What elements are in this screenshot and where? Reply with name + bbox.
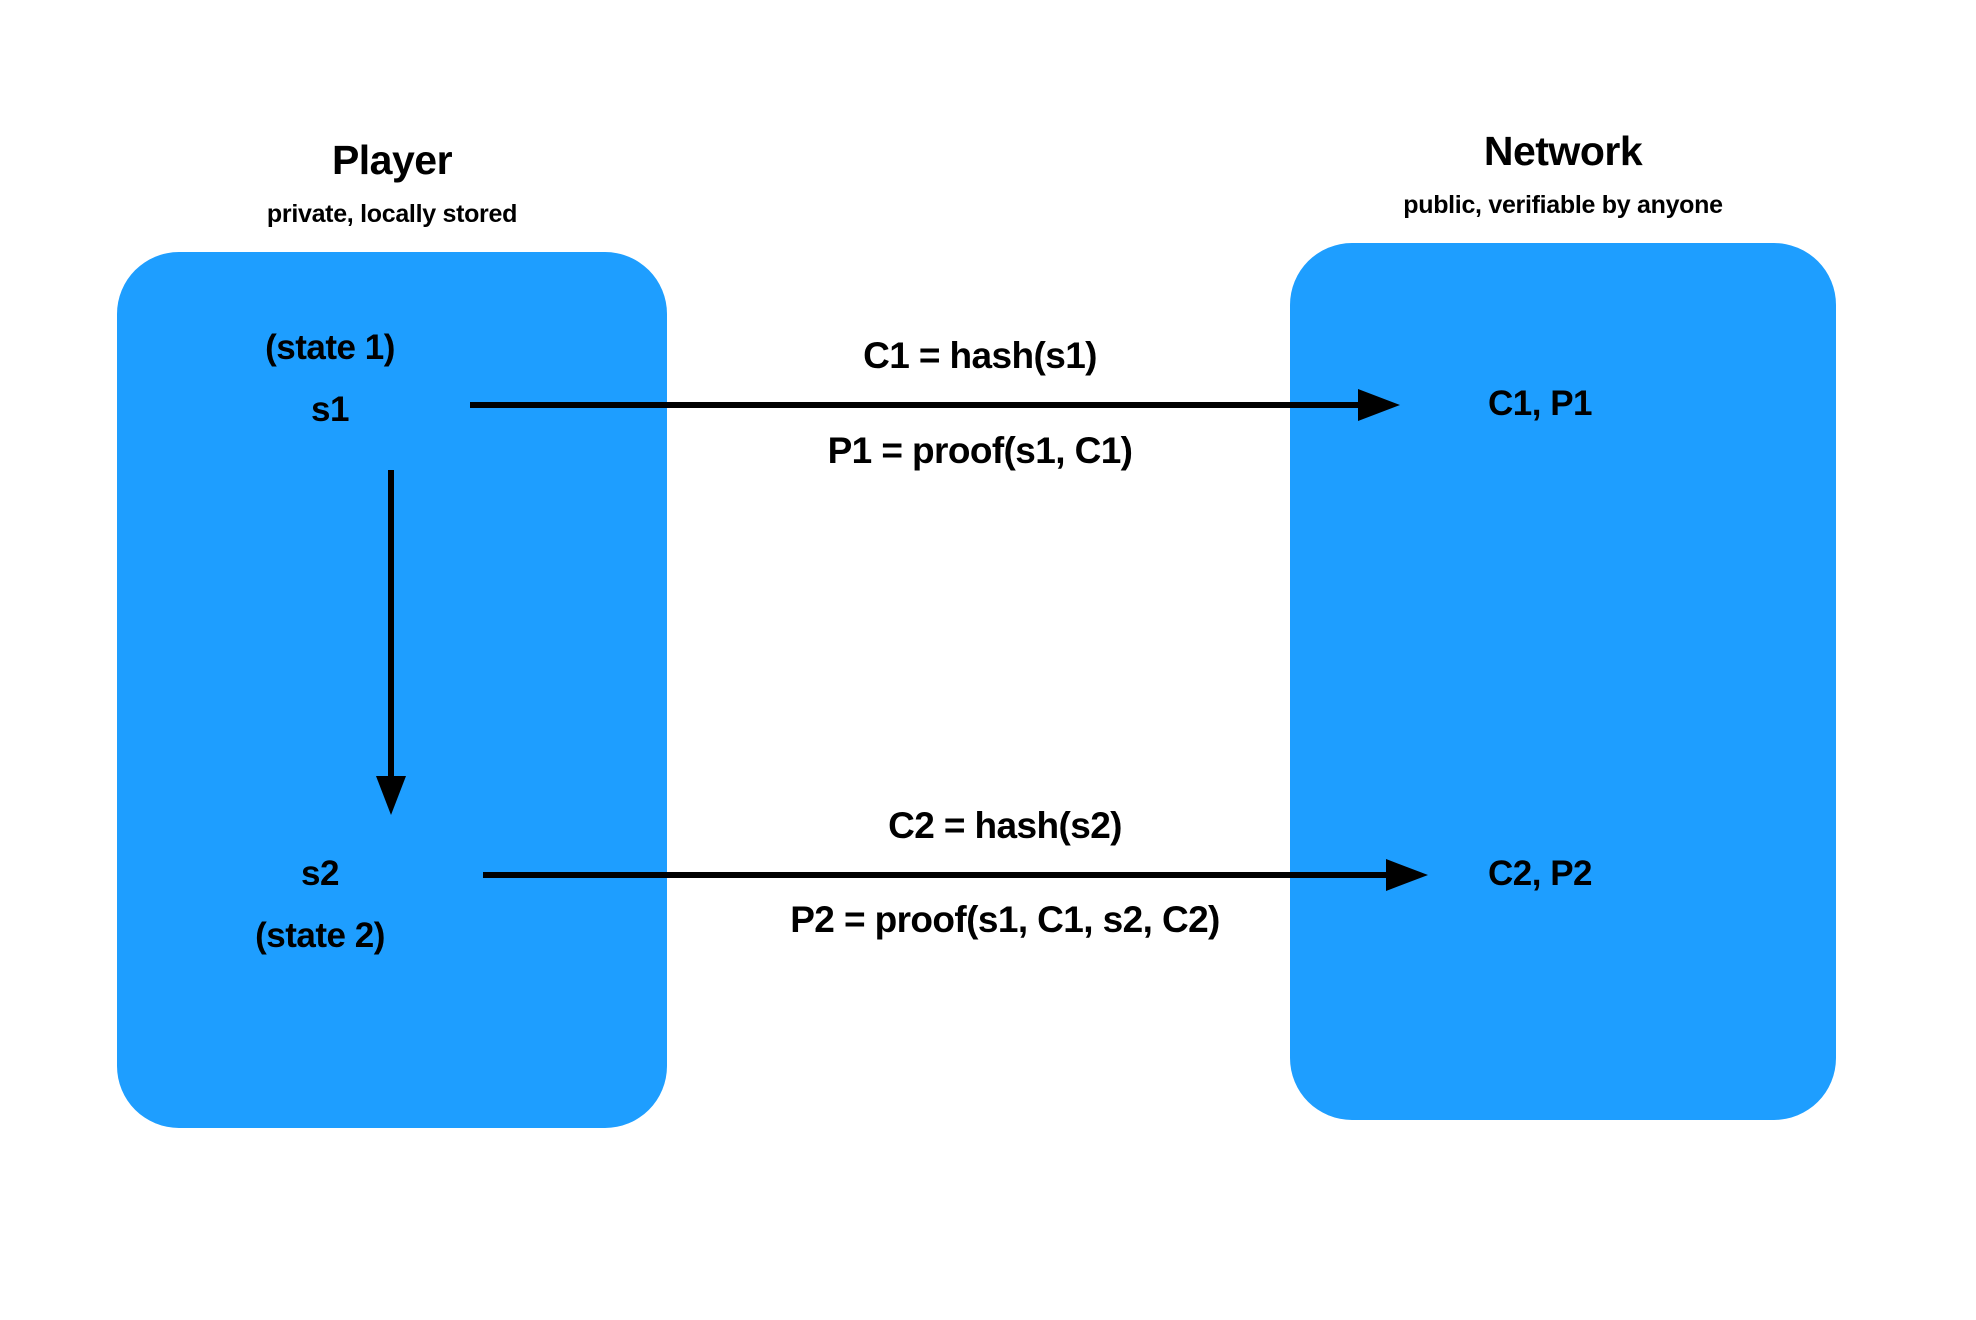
network-subtitle: public, verifiable by anyone xyxy=(1403,191,1723,219)
message-1-commitment-label: C1 = hash(s1) xyxy=(863,335,1097,376)
network-commitment-row-1: C1, P1 xyxy=(1488,384,1593,423)
state-transition-arrow-icon xyxy=(376,470,406,815)
state-1-value: s1 xyxy=(311,390,349,429)
player-title: Player xyxy=(331,137,453,183)
state-2-value: s2 xyxy=(301,854,339,893)
network-commitment-row-2: C2, P2 xyxy=(1488,854,1593,893)
network-column-header: Network public, verifiable by anyone xyxy=(1290,131,1836,218)
message-2-arrow-icon xyxy=(483,859,1428,891)
state-1-label: (state 1) xyxy=(265,328,395,367)
state-2-label: (state 2) xyxy=(255,916,385,955)
message-2-proof-label: P2 = proof(s1, C1, s2, C2) xyxy=(790,899,1220,940)
message-1-proof-label: P1 = proof(s1, C1) xyxy=(827,430,1133,471)
player-subtitle: private, locally stored xyxy=(266,200,518,228)
network-panel xyxy=(1290,243,1836,1120)
message-1-arrow-icon xyxy=(470,389,1400,421)
network-title: Network xyxy=(1483,128,1643,174)
player-column-header: Player private, locally stored xyxy=(117,140,667,227)
message-2-commitment-label: C2 = hash(s2) xyxy=(888,805,1122,846)
